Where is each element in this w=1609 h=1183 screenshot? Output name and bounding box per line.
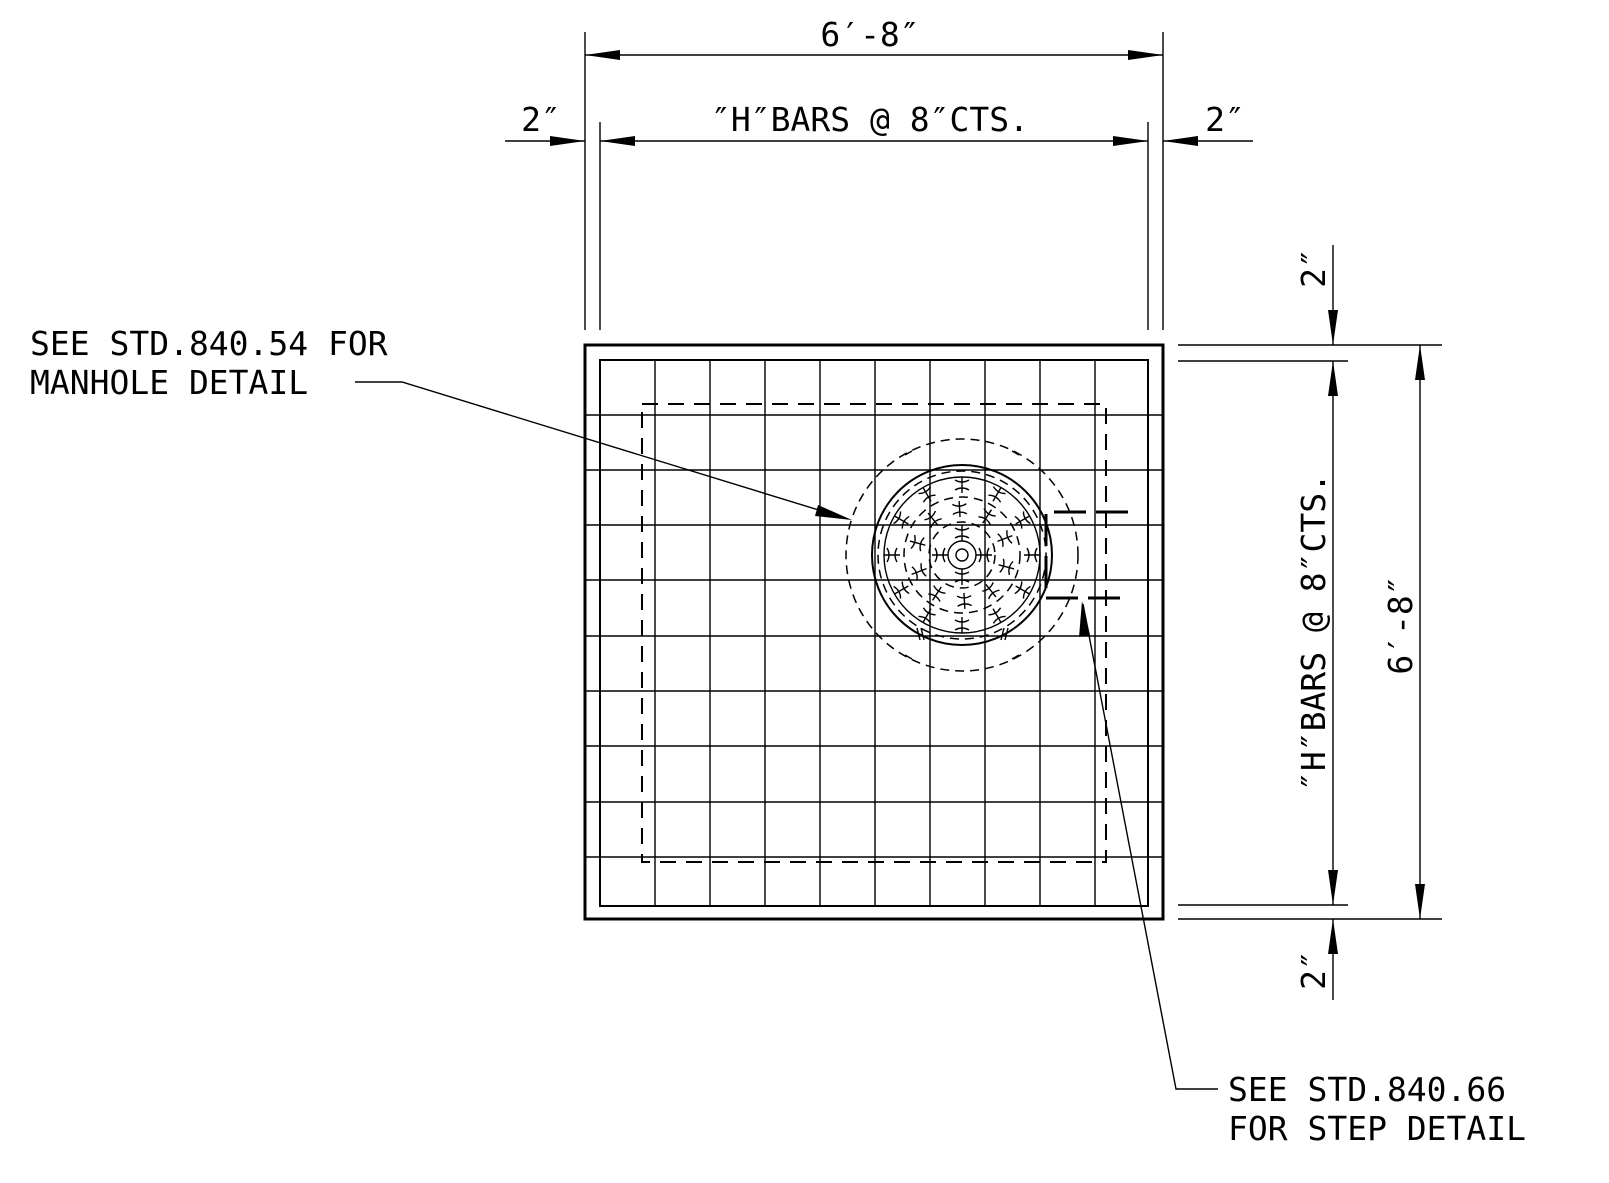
rebar-tie-mark [928,585,946,602]
step-leader-line [1082,603,1218,1090]
rebar-tie-mark [1014,511,1031,529]
manhole-outer-circle [845,438,1079,672]
rebar-tie-mark [911,563,927,580]
rebar-tie-mark [924,510,942,528]
slab-inner-outline [599,359,1149,907]
slab [583,343,1165,921]
top-left-offset-label: 2″ [521,100,561,139]
right-bars-label: ″H″BARS @ 8″CTS. [1294,473,1333,791]
manhole-note: SEE STD.840.54 FOR MANHOLE DETAIL [30,324,852,520]
h-bar-grid [585,360,1163,906]
right-top-offset-label: 2″ [1294,248,1333,288]
manhole-leader-arrow [815,505,852,520]
rebar-tie-mark [1024,547,1040,563]
top-dimensions: 6′-8″ ″H″BARS @ 8″CTS. 2″ 2″ [505,15,1253,330]
rebar-tie-mark [952,501,968,518]
right-dimensions: ″H″BARS @ 8″CTS. 6′-8″ 2″ 2″ [1178,245,1442,1000]
rebar-tie-mark [988,607,1006,624]
top-right-offset-label: 2″ [1205,100,1245,139]
right-overall-dim-label: 6′-8″ [1381,575,1420,674]
rebar-tie-mark [956,592,972,609]
rebar-tie-mark [982,582,1000,600]
step-note: SEE STD.840.66 FOR STEP DETAIL [1079,601,1526,1148]
rebar-tie-mark [918,486,936,503]
rebar-tie-mark [988,486,1006,503]
rebar-tie-mark [954,569,970,585]
structure-below-outline [641,403,1107,863]
top-bars-label: ″H″BARS @ 8″CTS. [711,100,1029,139]
rebar-tie-mark [918,607,936,624]
rebar-tie-mark [997,530,1013,547]
manhole-rebar-marks [884,477,1040,633]
manhole-leader-line [355,381,849,520]
step-leader-arrow [1079,601,1090,637]
manhole-note-line2: MANHOLE DETAIL [30,363,308,402]
rebar-tie-mark [954,477,970,493]
rebar-tie-mark [976,547,992,563]
rebar-tie-mark [884,547,900,563]
rebar-tie-mark [893,581,910,599]
rebar-tie-mark [954,617,970,633]
rebar-tie-mark [909,534,926,552]
right-bottom-offset-label: 2″ [1294,950,1333,990]
slab-outline [583,343,1165,921]
top-overall-dim-label: 6′-8″ [820,15,919,54]
rebar-tie-mark [978,508,996,525]
manhole-frame-circle [871,464,1053,646]
rebar-tie-mark [954,525,970,541]
step-note-line2: FOR STEP DETAIL [1228,1109,1526,1148]
rebar-tie-mark [1014,581,1031,599]
manhole-note-line1: SEE STD.840.54 FOR [30,324,388,363]
manhole-opening [845,438,1079,672]
rebar-tie-mark [893,511,910,529]
rebar-tie-mark [998,558,1015,576]
rebar-tie-mark [932,547,948,563]
step-note-line1: SEE STD.840.66 [1228,1070,1506,1109]
